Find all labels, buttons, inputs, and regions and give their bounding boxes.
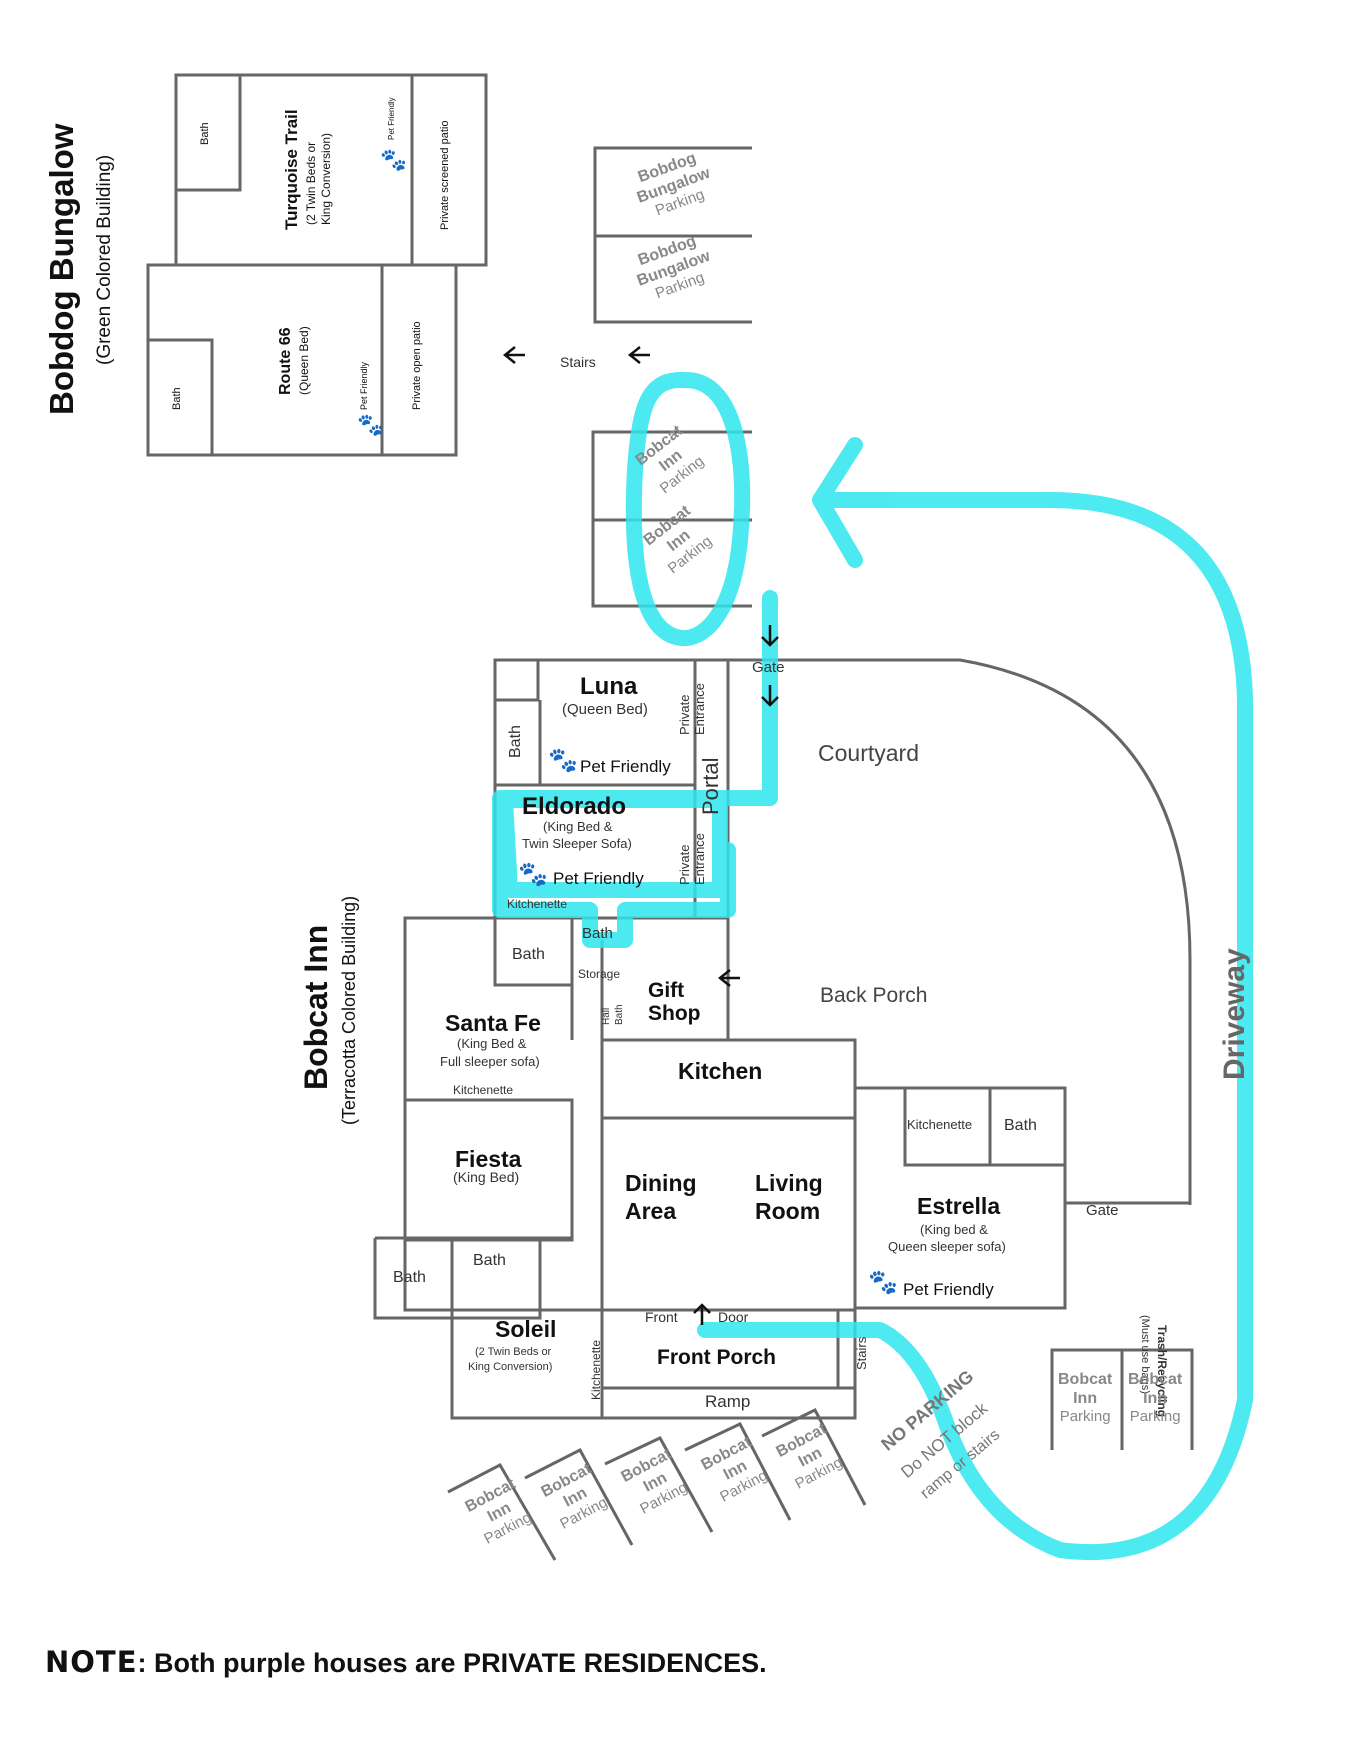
estrella-name: Estrella	[917, 1193, 1001, 1219]
stairs-top: Stairs	[560, 354, 596, 370]
portal: Portal	[698, 757, 723, 815]
paw-icon: 🐾	[380, 148, 407, 173]
santafe-detail1: (King Bed &	[457, 1036, 527, 1051]
fiesta-detail: (King Bed)	[453, 1169, 520, 1185]
santafe-detail2: Full sleeper sofa)	[440, 1054, 540, 1069]
eldorado-kitchenette: Kitchenette	[507, 897, 568, 911]
parking-line-1: Bobcat	[1128, 1371, 1183, 1388]
back-porch: Back Porch	[820, 984, 928, 1007]
stairs: Stairs	[854, 1336, 869, 1370]
fiesta-name: Fiesta	[455, 1146, 522, 1172]
soleil-kitchenette: Kitchenette	[589, 1339, 603, 1400]
santafe-name: Santa Fe	[445, 1010, 541, 1036]
note-body: : Both purple houses are PRIVATE RESIDEN…	[137, 1648, 767, 1678]
luna-pet: Pet Friendly	[580, 757, 671, 776]
front: Front	[645, 1309, 678, 1325]
front-porch: Front Porch	[657, 1346, 776, 1369]
dining1: Dining	[625, 1170, 697, 1196]
route66-detail: (Queen Bed)	[297, 326, 311, 395]
eldorado-entrance2: Entrance	[692, 832, 707, 885]
ramp: Ramp	[705, 1392, 751, 1411]
door: Door	[718, 1309, 749, 1325]
turquoise-bath: Bath	[199, 122, 211, 145]
estrella-detail1: (King bed &	[920, 1222, 988, 1237]
luna-entrance2: Entrance	[692, 682, 707, 735]
soleil-name: Soleil	[495, 1316, 557, 1342]
note-text: NOTE: Both purple houses are PRIVATE RES…	[45, 1645, 767, 1679]
route66-name: Route 66	[277, 327, 294, 395]
hall-bath2: Bath	[614, 1004, 625, 1025]
courtyard: Courtyard	[818, 740, 919, 766]
luna-name: Luna	[580, 673, 638, 700]
route66-pet: Pet Friendly	[359, 361, 369, 410]
estrella-detail2: Queen sleeper sofa)	[888, 1239, 1006, 1254]
turquoise-pet: Pet Friendly	[387, 97, 396, 140]
estrella-kitchenette: Kitchenette	[907, 1117, 973, 1132]
turquoise-name: Turquoise Trail	[282, 109, 301, 230]
santafe-bath: Bath	[512, 946, 545, 963]
turquoise-patio: Private screened patio	[439, 120, 451, 230]
estrella-bath: Bath	[1004, 1117, 1037, 1134]
bungalow-title: Bobdog Bungalow	[43, 123, 80, 415]
parking-line-3: Parking	[1129, 1408, 1181, 1426]
kitchen: Kitchen	[678, 1058, 763, 1084]
parking-line-2: Inn	[1073, 1390, 1098, 1408]
bungalow-subtitle: (Green Colored Building)	[94, 154, 115, 365]
soleil-detail2: King Conversion)	[468, 1361, 553, 1373]
luna-bath: Bath	[507, 725, 524, 758]
eldorado-detail2: Twin Sleeper Sofa)	[522, 836, 632, 851]
luna-detail: (Queen Bed)	[562, 701, 648, 718]
eldorado-detail1: (King Bed &	[543, 819, 613, 834]
note-lead: NOTE	[45, 1645, 138, 1679]
hall-bath1: Hall	[601, 1007, 612, 1025]
soleil-detail1: (2 Twin Beds or	[475, 1346, 552, 1358]
parking-line-1: Bobcat	[1058, 1371, 1113, 1388]
inn-subtitle: (Terracotta Colored Building)	[339, 895, 359, 1125]
paw-icon: 🐾	[868, 1268, 898, 1296]
living1: Living	[755, 1170, 823, 1196]
driveway: Driveway	[1218, 948, 1251, 1080]
parking-line-3: Parking	[1059, 1408, 1111, 1426]
eldorado-bath: Bath	[582, 925, 613, 942]
living2: Room	[755, 1198, 821, 1224]
dining2: Area	[625, 1198, 677, 1224]
eldorado-name: Eldorado	[522, 793, 627, 820]
parking-line-2: Inn	[1143, 1390, 1168, 1408]
inn-title: Bobcat Inn	[298, 924, 334, 1090]
turquoise-detail1: (2 Twin Beds or	[304, 141, 318, 225]
storage: Storage	[578, 967, 621, 981]
soleil-bath: Bath	[393, 1269, 426, 1286]
paw-icon: 🐾	[548, 746, 578, 774]
gate-right: Gate	[1086, 1202, 1119, 1219]
eldorado-entrance1: Private	[677, 844, 692, 885]
paw-icon: 🐾	[357, 413, 384, 438]
arrows	[502, 346, 779, 1325]
gift-shop1: Gift	[648, 979, 685, 1002]
fiesta-bath: Bath	[473, 1252, 506, 1269]
paw-icon: 🐾	[518, 860, 548, 888]
estrella-pet: Pet Friendly	[903, 1280, 994, 1299]
route-highlight	[492, 371, 1253, 1561]
turquoise-detail2: King Conversion)	[319, 132, 333, 225]
santafe-kitchenette: Kitchenette	[453, 1083, 514, 1097]
eldorado-pet: Pet Friendly	[553, 869, 644, 888]
route66-patio: Private open patio	[411, 321, 423, 410]
route66-bath: Bath	[171, 387, 183, 410]
luna-entrance1: Private	[677, 694, 692, 735]
gate-top: Gate	[752, 659, 785, 676]
gift-shop2: Shop	[648, 1002, 701, 1025]
